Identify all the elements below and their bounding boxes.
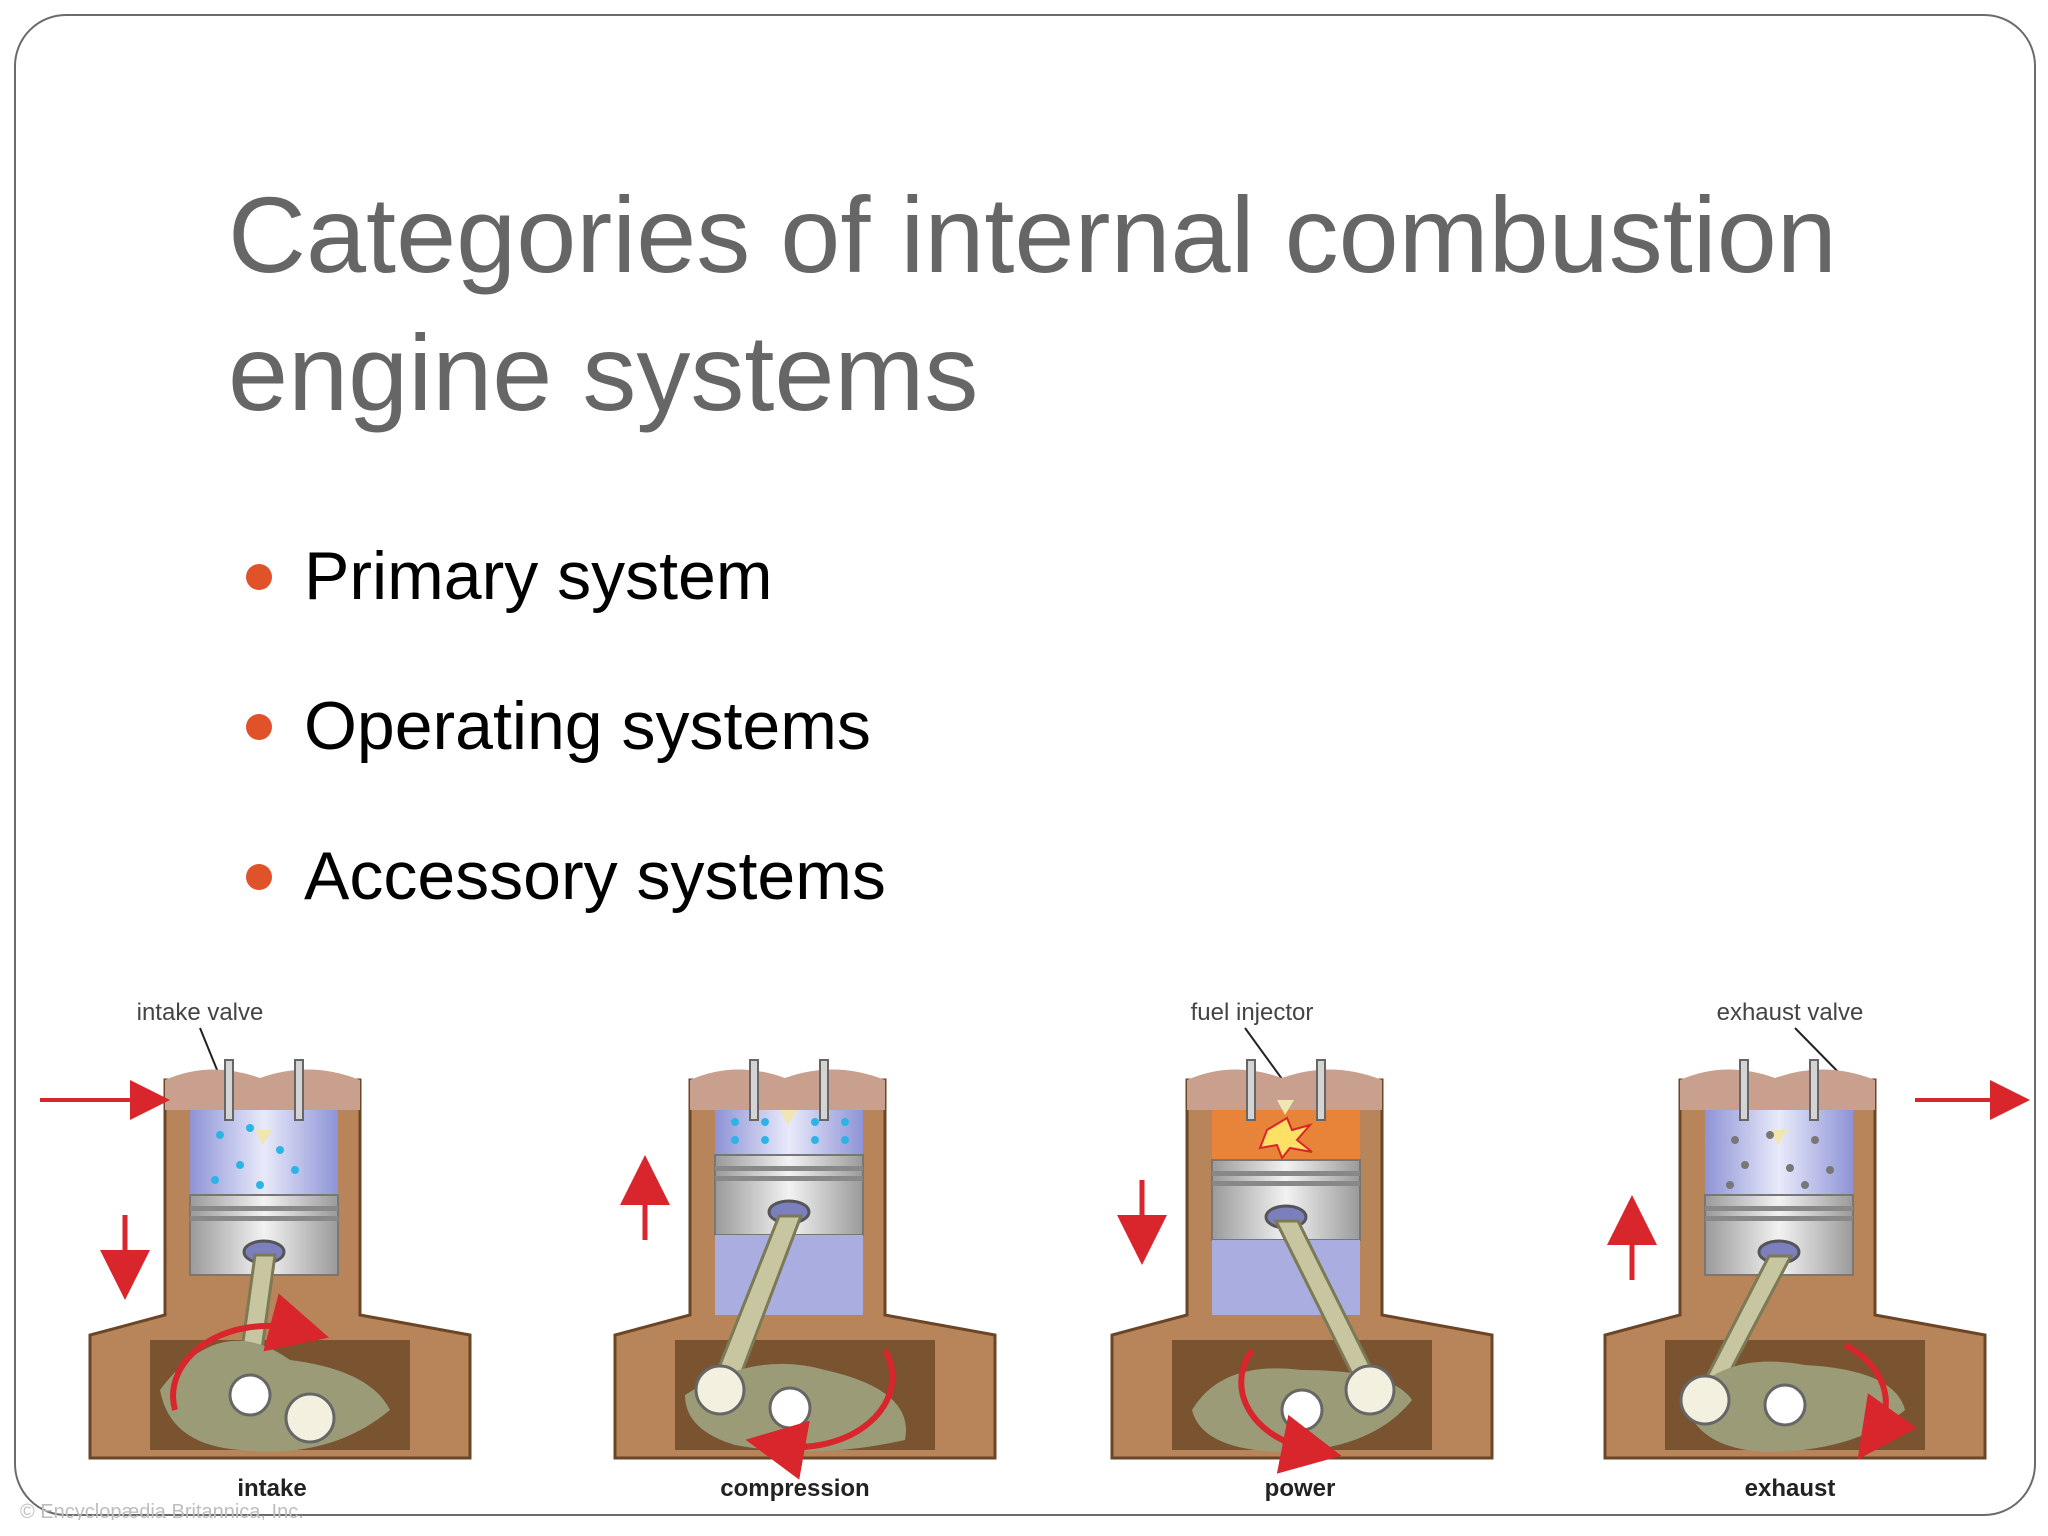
bullet-item: Primary system [228,536,886,686]
stroke-label-intake: intake [237,1475,306,1502]
engine-intake [88,1059,472,1460]
four-stroke-engine-diagram: intake valve fuel injector exhaust valve [20,999,2030,1520]
bullet-item: Accessory systems [228,836,886,986]
bullet-item: Operating systems [228,686,886,836]
engine-exhaust [1603,1059,1987,1460]
stroke-label-exhaust: exhaust [1745,1475,1836,1502]
bullet-text: Operating systems [304,688,871,764]
britannica-credit: © Encyclopædia Britannica, Inc. [20,1501,304,1520]
engine-compression [613,1059,997,1480]
fuel-injector-label: fuel injector [1191,999,1314,1026]
engine-power [1110,1059,1494,1474]
stroke-label-power: power [1265,1475,1336,1502]
bullet-dot-icon [246,714,272,740]
bullet-list: Primary system Operating systems Accesso… [228,536,886,986]
bullet-dot-icon [246,564,272,590]
intake-valve-label: intake valve [137,999,264,1026]
stroke-label-compression: compression [720,1475,869,1502]
slide-title: Categories of internal combustion engine… [228,174,1837,433]
exhaust-valve-label: exhaust valve [1717,999,1864,1026]
bullet-dot-icon [246,864,272,890]
bullet-text: Primary system [304,538,773,614]
bullet-text: Accessory systems [304,838,886,914]
